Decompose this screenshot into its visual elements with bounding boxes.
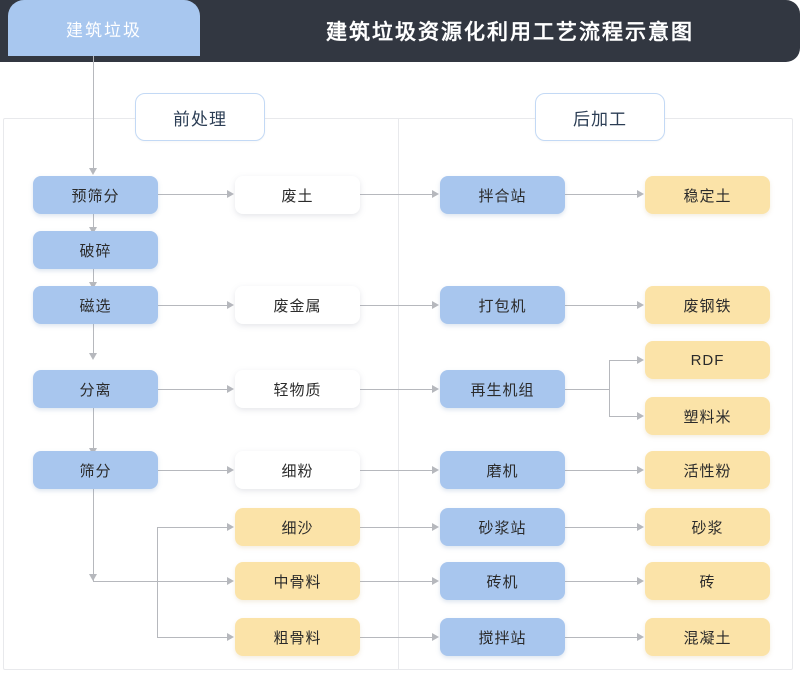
node-stabilized-soil[interactable]: 稳定土 [645,176,770,214]
connector-line [158,305,228,306]
connector-line [157,527,228,528]
connector-line [565,389,610,390]
connector-arrow [89,227,97,234]
connector-arrow [227,301,234,309]
connector-line [609,416,638,417]
connector-line [93,269,94,283]
node-fine-powder[interactable]: 细粉 [235,451,360,489]
node-active-powder[interactable]: 活性粉 [645,451,770,489]
connector-arrow [227,577,234,585]
connector-arrow [89,282,97,289]
node-mill[interactable]: 磨机 [440,451,565,489]
connector-arrow [227,466,234,474]
node-waste-metal[interactable]: 废金属 [235,286,360,324]
node-mortar[interactable]: 砂浆 [645,508,770,546]
connector-line [93,581,228,582]
connector-arrow [432,301,439,309]
connector-arrow [432,523,439,531]
node-brick-machine[interactable]: 砖机 [440,562,565,600]
node-brick[interactable]: 砖 [645,562,770,600]
connector-line [609,360,638,361]
node-separation[interactable]: 分离 [33,370,158,408]
header-tab-construction-waste[interactable]: 建筑垃圾 [8,0,200,56]
node-mortar-station[interactable]: 砂浆站 [440,508,565,546]
column-divider [398,118,399,670]
connector-line [565,305,638,306]
connector-arrow [89,353,97,360]
node-screening[interactable]: 筛分 [33,451,158,489]
node-crusher[interactable]: 破碎 [33,231,158,269]
node-fine-sand[interactable]: 细沙 [235,508,360,546]
connector-line [360,305,433,306]
node-mixing-station[interactable]: 拌合站 [440,176,565,214]
node-baler[interactable]: 打包机 [440,286,565,324]
connector-arrow [89,168,97,175]
node-pre-screen[interactable]: 预筛分 [33,176,158,214]
connector-line [93,214,94,228]
connector-arrow [432,466,439,474]
connector-arrow [227,190,234,198]
node-stirring-station[interactable]: 搅拌站 [440,618,565,656]
connector-line [565,527,638,528]
connector-line [360,527,433,528]
connector-line [157,637,228,638]
node-waste-soil[interactable]: 废土 [235,176,360,214]
connector-line [609,360,610,417]
connector-arrow [432,633,439,641]
connector-line [565,581,638,582]
connector-line [157,527,158,637]
node-rdf[interactable]: RDF [645,341,770,379]
node-plastic-pellet[interactable]: 塑料米 [645,397,770,435]
connector-line [93,399,94,449]
connector-line [360,637,433,638]
connector-arrow [432,190,439,198]
node-magnetic[interactable]: 磁选 [33,286,158,324]
connector-line [158,470,228,471]
node-regeneration-unit[interactable]: 再生机组 [440,370,565,408]
section-label-postprocessing[interactable]: 后加工 [535,93,665,141]
connector-arrow [637,633,644,641]
connector-line [360,470,433,471]
node-light-material[interactable]: 轻物质 [235,370,360,408]
node-scrap-steel[interactable]: 废钢铁 [645,286,770,324]
connector-arrow [227,385,234,393]
connector-arrow [637,523,644,531]
connector-arrow [637,577,644,585]
connector-line [360,581,433,582]
connector-line [360,389,433,390]
connector-arrow [637,356,644,364]
connector-arrow [89,574,97,581]
connector-line [565,470,638,471]
node-concrete[interactable]: 混凝土 [645,618,770,656]
connector-arrow [637,301,644,309]
connector-arrow [227,633,234,641]
connector-line [93,324,94,354]
connector-line [158,389,228,390]
connector-arrow [432,385,439,393]
connector-arrow [637,466,644,474]
page-title: 建筑垃圾资源化利用工艺流程示意图 [326,21,694,44]
connector-line [93,489,94,582]
connector-arrow [432,577,439,585]
node-medium-aggregate[interactable]: 中骨料 [235,562,360,600]
connector-arrow [637,412,644,420]
connector-arrow [637,190,644,198]
connector-line [93,56,94,169]
connector-line [158,194,228,195]
node-coarse-aggregate[interactable]: 粗骨料 [235,618,360,656]
section-label-preprocessing[interactable]: 前处理 [135,93,265,141]
connector-line [565,637,638,638]
connector-line [565,194,638,195]
connector-arrow [227,523,234,531]
connector-line [360,194,433,195]
